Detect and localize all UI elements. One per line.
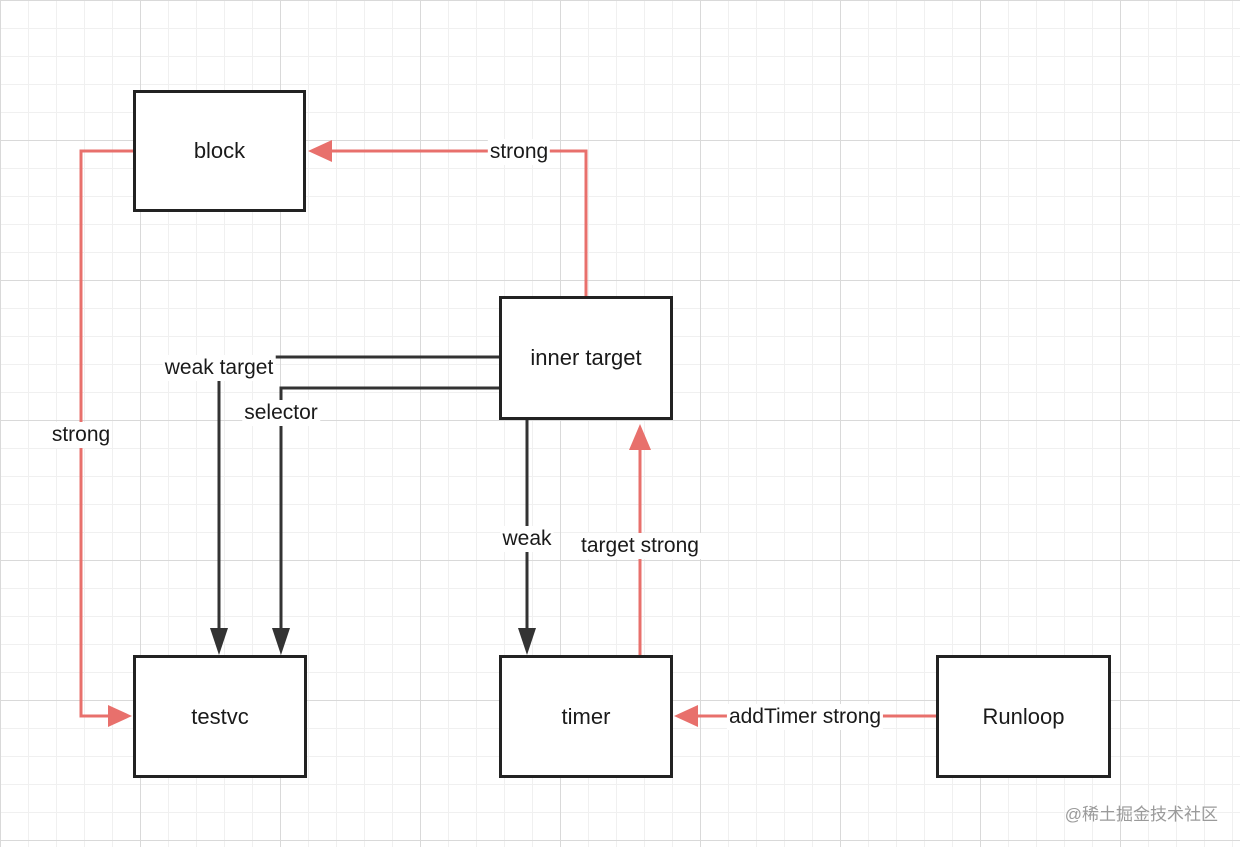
node-testvc[interactable]: testvc <box>133 655 307 778</box>
node-inner-target-label: inner target <box>530 345 642 370</box>
arrowhead-timer-right <box>674 705 698 727</box>
node-testvc-label: testvc <box>191 703 249 729</box>
edge-label-selector: selector <box>242 400 320 426</box>
watermark-text: @稀土掘金技术社区 <box>1064 805 1218 824</box>
node-block[interactable]: block <box>133 90 306 212</box>
edge-label-timer-to-inner: target strong <box>579 533 701 559</box>
edge-label-block-to-testvc: strong <box>49 422 113 448</box>
node-timer-label: timer <box>561 703 611 729</box>
edge-label-inner-to-block: strong <box>487 139 551 165</box>
node-block-label: block <box>193 138 246 163</box>
arrowhead-inner-bottom <box>629 424 651 450</box>
edge-selector <box>279 386 500 632</box>
arrowhead-testvc-left <box>108 705 132 727</box>
arrowhead-block <box>308 140 332 162</box>
edge-label-inner-to-timer: weak <box>500 526 554 552</box>
node-timer[interactable]: timer <box>499 655 673 778</box>
edge-weak-target <box>217 355 500 632</box>
node-inner-target[interactable]: inner target <box>499 296 673 420</box>
edge-label-runloop-to-timer: addTimer strong <box>726 704 884 730</box>
node-runloop[interactable]: Runloop <box>936 655 1111 778</box>
arrowhead-weak-target <box>210 628 228 655</box>
node-runloop-label: Runloop <box>982 703 1065 729</box>
edge-inner-to-block <box>330 149 588 296</box>
edge-label-weak-target: weak target <box>162 355 276 381</box>
arrowhead-selector <box>272 628 290 655</box>
arrowhead-timer-top <box>518 628 536 655</box>
